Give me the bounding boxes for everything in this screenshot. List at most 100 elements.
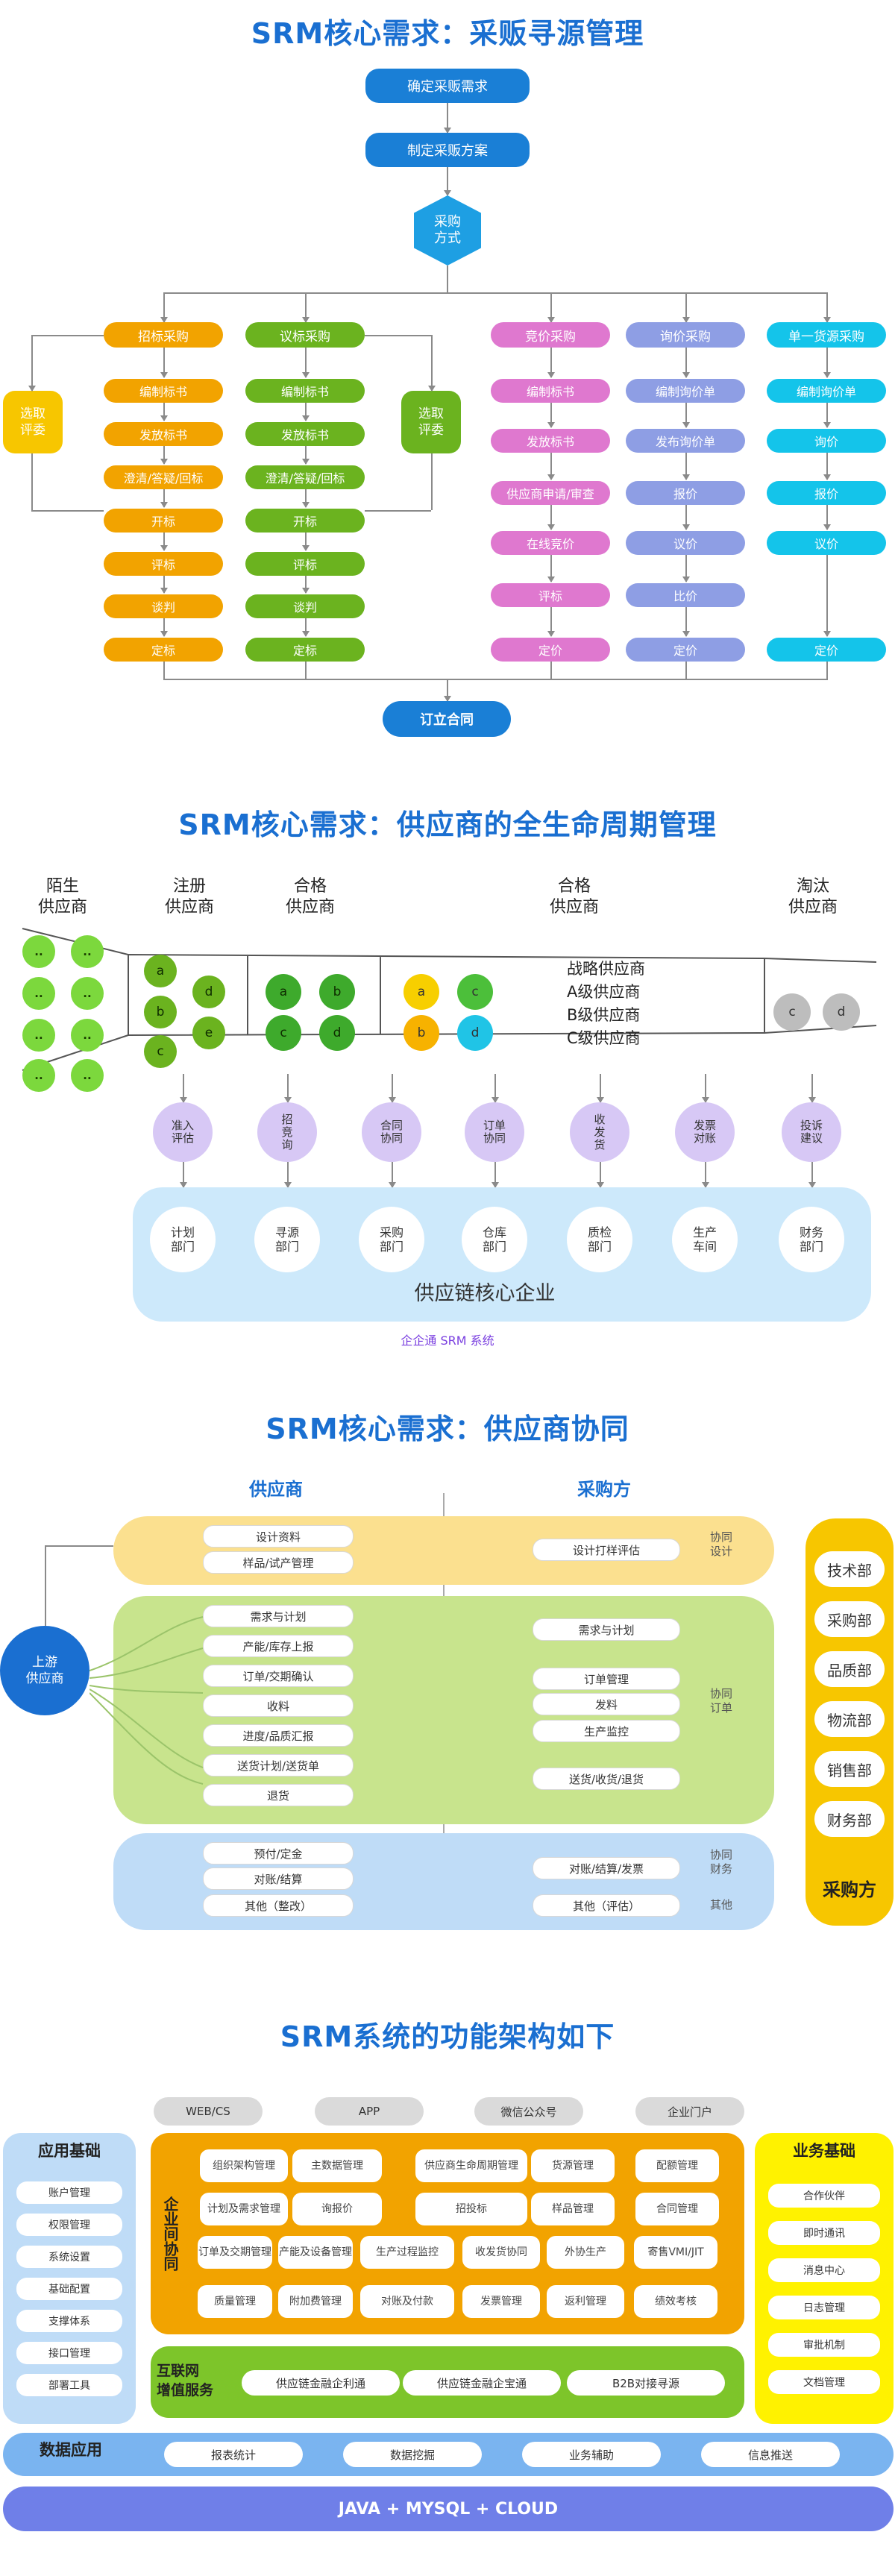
qualified-supplier-dot: c [457, 974, 493, 1010]
connector-line [431, 453, 433, 510]
arrow-head [682, 317, 690, 323]
connector-line [163, 533, 165, 550]
upstream-supplier: 上游 供应商 [0, 1626, 90, 1715]
collab-module: 绩效考核 [634, 2285, 717, 2318]
arrow-head [823, 317, 831, 323]
collab-module: 发票管理 [462, 2285, 540, 2318]
connector-line [685, 403, 687, 427]
supplier-level: A级供应商 [567, 983, 641, 1001]
connector-line [447, 266, 448, 292]
data-app-item: 业务辅助 [522, 2442, 661, 2467]
system-caption: 企企通 SRM 系统 [401, 1333, 494, 1348]
arrow-head [823, 631, 831, 637]
connector-line [183, 1074, 184, 1102]
data-app-item: 报表统计 [164, 2442, 303, 2467]
stage-label: 注册 供应商 [164, 877, 214, 917]
connector-line [685, 505, 687, 530]
connector-line [550, 453, 552, 480]
channel-pill: 微信公众号 [474, 2097, 583, 2126]
connector-line [705, 1074, 706, 1102]
biz-base-item: 消息中心 [768, 2258, 880, 2282]
connector-line [447, 167, 448, 195]
collab-module: 对账及付款 [360, 2285, 454, 2318]
supplier-level: C级供应商 [567, 1029, 641, 1047]
connector-line [550, 403, 552, 427]
department-circle: 寻源 部门 [254, 1207, 320, 1272]
connector-line [31, 335, 104, 336]
buyer-dept: 销售部 [814, 1751, 885, 1787]
arrow-head [160, 588, 168, 594]
method-step: 定标 [104, 638, 223, 662]
method-step: 评标 [104, 552, 223, 576]
arrow-head [597, 1182, 604, 1188]
connector-line [287, 1074, 289, 1102]
arrow-head [682, 422, 690, 428]
s4-title: SRM系统的功能架构如下 [280, 2020, 615, 2053]
connector-line [826, 292, 828, 322]
stage-label: 淘汰 供应商 [788, 877, 838, 917]
arrow-head [284, 1097, 292, 1103]
connector-line [163, 403, 165, 421]
biz-base-title: 业务基础 [793, 2142, 855, 2160]
collab-module: 货源管理 [531, 2149, 615, 2182]
select-judges-left: 选取 评委 [3, 391, 63, 453]
method-step: 发放标书 [245, 422, 365, 446]
arrow-head [547, 524, 555, 530]
connector-line [826, 403, 828, 427]
supplier-item: 设计资料 [203, 1525, 354, 1548]
connector-line [447, 103, 448, 133]
action-bubble: 投诉 建议 [782, 1102, 841, 1162]
arrow-head [682, 577, 690, 582]
connector-line [163, 292, 165, 322]
supplier-header: 供应商 [249, 1479, 303, 1500]
connector-line [163, 576, 165, 593]
connector-line [550, 292, 552, 322]
supplier-item: 对账/结算 [203, 1867, 354, 1890]
action-bubble: 招 竞 询 [257, 1102, 317, 1162]
arrow-head [547, 422, 555, 428]
buyer-item: 发料 [533, 1693, 680, 1715]
method-step: 发布询价单 [626, 429, 745, 453]
connector-line [826, 555, 828, 636]
supplier-item: 订单/交期确认 [203, 1665, 354, 1687]
buyer-item: 设计打样评估 [533, 1539, 680, 1561]
qualified-supplier-dot: d [319, 1015, 355, 1051]
collab-module: 外协生产 [547, 2236, 624, 2269]
action-bubble: 订单 协同 [465, 1102, 524, 1162]
registered-supplier-dot: c [144, 1035, 177, 1068]
arrow-head [428, 386, 436, 392]
arrow-head [808, 1182, 816, 1188]
connector-line [685, 555, 687, 582]
upstream-links [90, 1616, 204, 1785]
group-tag: 其他 [709, 1898, 732, 1911]
method-step: 评标 [491, 583, 610, 607]
method-step: 比价 [626, 583, 745, 607]
arrow-head [302, 631, 310, 637]
method-step: 评标 [245, 552, 365, 576]
unknown-supplier-dot: .. [22, 1019, 55, 1052]
arrow-head [547, 631, 555, 637]
connector-line [305, 292, 307, 322]
buyer-item: 订单管理 [533, 1668, 680, 1690]
buyer-dept: 物流部 [814, 1701, 885, 1737]
channel-pill: 企业门户 [635, 2097, 744, 2126]
arrow-head [160, 631, 168, 637]
connector-line [305, 348, 307, 377]
collab-module: 生产过程监控 [360, 2236, 454, 2269]
connector-line [811, 1162, 813, 1187]
supplier-item: 预付/定金 [203, 1842, 354, 1865]
connector-line [431, 335, 433, 391]
buyer-item: 送货/收货/退货 [533, 1768, 680, 1790]
department-circle: 财务 部门 [779, 1207, 844, 1272]
method-step: 报价 [767, 481, 886, 505]
select-judges-right: 选取 评委 [401, 391, 461, 453]
arrow-head [682, 372, 690, 378]
method-step: 议价 [626, 531, 745, 555]
department-circle: 计划 部门 [150, 1207, 216, 1272]
arrow-head [160, 459, 168, 465]
group-tag: 协同 设计 [709, 1530, 732, 1558]
connector-line [365, 335, 431, 336]
action-bubble: 合同 协同 [362, 1102, 421, 1162]
arrow-head [302, 372, 310, 378]
method-step: 定价 [491, 638, 610, 662]
